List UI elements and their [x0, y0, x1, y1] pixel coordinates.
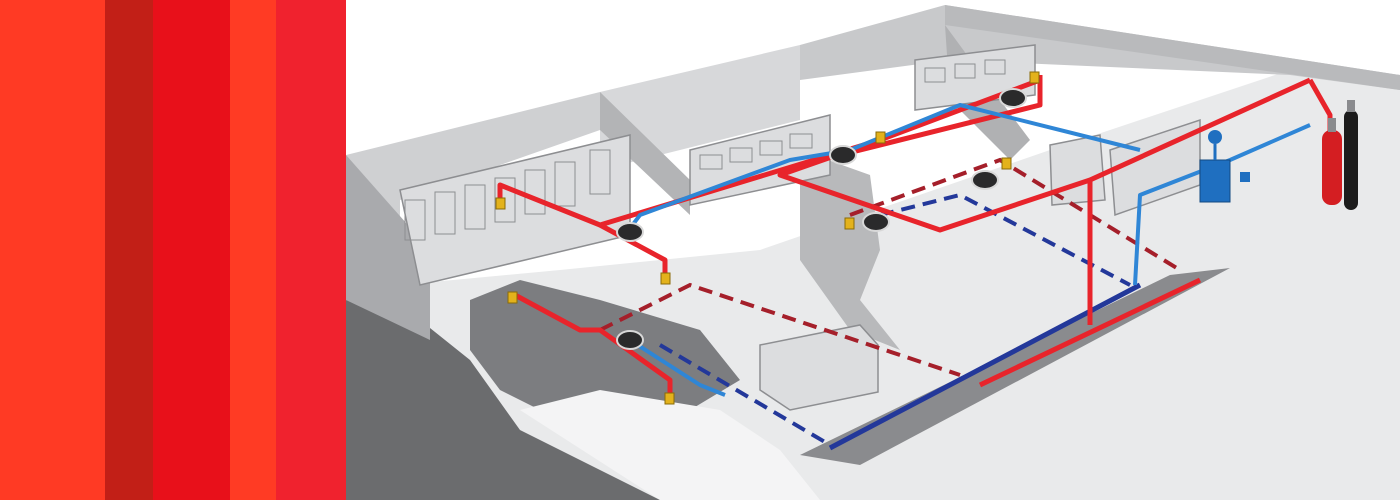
- rack-door: [404, 199, 426, 241]
- rack-door: [699, 154, 723, 170]
- rack-door: [494, 177, 516, 223]
- rack-door: [984, 59, 1006, 75]
- cabinet-front: [759, 324, 879, 411]
- detection-main: [1133, 123, 1311, 286]
- control-panel-junction: [1240, 172, 1250, 182]
- detection-header: [623, 103, 1141, 237]
- stripe-4: [230, 0, 276, 500]
- stripe-3: [153, 0, 230, 500]
- stripe-1: [0, 0, 105, 500]
- rack-door: [434, 191, 456, 235]
- control-panel-body: [1199, 159, 1231, 203]
- rack-door: [954, 63, 976, 79]
- stripe-banner: [0, 0, 346, 500]
- sprinkler-nozzle-icon: [660, 272, 671, 285]
- rack-door: [729, 147, 753, 163]
- control-panel-indicator: [1208, 130, 1222, 144]
- floor-shadow: [346, 300, 660, 500]
- rack-door: [589, 149, 611, 195]
- smoke-detector-icon: [999, 88, 1027, 108]
- smoke-detector-icon: [971, 170, 999, 190]
- sprinkler-nozzle-icon: [495, 197, 506, 210]
- rack-door: [524, 169, 546, 215]
- detection-lower-branch: [628, 338, 726, 397]
- smoke-detector-icon: [616, 330, 644, 350]
- cylinder-red: [1322, 130, 1342, 205]
- cylinder-valve: [1328, 118, 1336, 132]
- fire-extinguisher-cylinder-icon: [1322, 100, 1358, 210]
- supply-pipe-network: [497, 75, 1333, 395]
- partition-middle: [600, 92, 690, 215]
- rack-door: [759, 140, 783, 156]
- rack-doors: [404, 59, 1006, 241]
- back-wall-middle: [600, 45, 800, 170]
- sprinkler-nozzle-icon: [875, 131, 886, 144]
- sprinkler-nozzle-icon: [507, 291, 518, 304]
- underfloor-supply-pipe: [599, 282, 961, 377]
- sprinkler-nozzle-icon: [1001, 157, 1012, 170]
- supply-back-branch: [799, 80, 1043, 168]
- smoke-detectors: [616, 88, 1027, 350]
- stripe-5: [276, 0, 346, 500]
- supply-lower-branch: [513, 292, 673, 395]
- back-wall-left: [346, 92, 600, 290]
- underfloor-pipes: [599, 157, 1182, 447]
- detection-pipe-network: [623, 103, 1311, 397]
- cylinder-black: [1344, 110, 1358, 210]
- partition-left: [346, 155, 430, 340]
- sprinkler-nozzle-icon: [1029, 71, 1040, 84]
- supply-branch-left: [497, 137, 881, 228]
- underfloor-supply-pipe-back: [849, 157, 1182, 272]
- underfloor-supply-return: [978, 277, 1202, 388]
- partition-center: [800, 150, 900, 350]
- stripe-2: [105, 0, 153, 500]
- control-panel-icon: [1199, 130, 1250, 203]
- rack-door: [554, 161, 576, 207]
- underfloor-detection-pipe-back: [879, 192, 1131, 287]
- underfloor-detection-pipe: [658, 343, 832, 447]
- floor-light-patch: [520, 390, 820, 500]
- sprinkler-nozzle-icon: [664, 392, 675, 405]
- rack-door: [924, 67, 946, 83]
- rack-door: [464, 184, 486, 230]
- back-wall-right: [800, 5, 1400, 90]
- sprinkler-nozzle-icon: [844, 217, 855, 230]
- smoke-detector-icon: [862, 212, 890, 232]
- rack-door: [789, 133, 813, 149]
- sprinkler-nozzles: [495, 71, 1040, 405]
- cylinder-valve: [1347, 100, 1355, 112]
- smoke-detector-icon: [616, 222, 644, 242]
- right-wall: [945, 5, 1400, 90]
- smoke-detector-icon: [829, 145, 857, 165]
